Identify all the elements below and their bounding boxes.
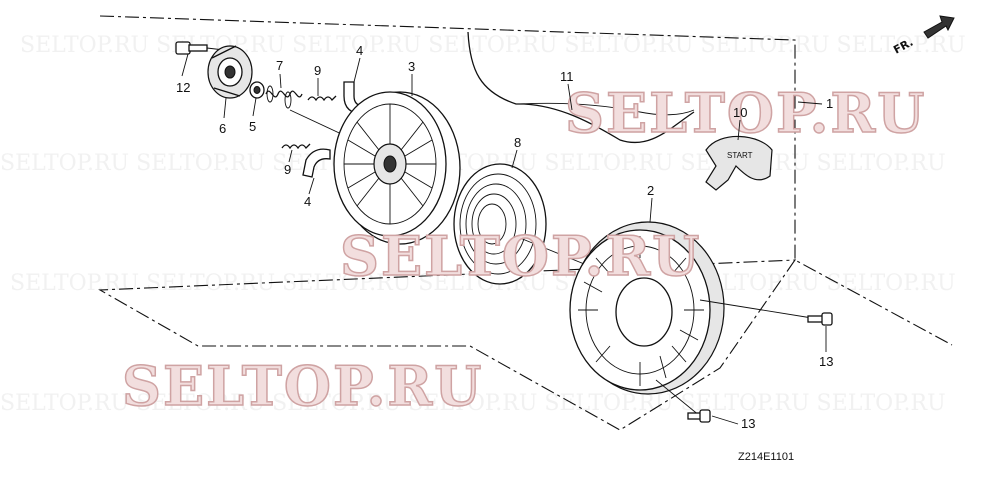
part-13-bolt-bottom: [687, 409, 711, 423]
grip-start-label: START: [727, 151, 753, 160]
part-12-flange-bolt: [175, 41, 225, 55]
callout-2: 2: [647, 183, 654, 198]
callout-5: 5: [249, 119, 256, 134]
drawing-code: Z214E1101: [738, 451, 794, 463]
background-watermark-rows: SELTOP.RU SELTOP.RU SELTOP.RU SELTOP.RU …: [0, 33, 966, 416]
callout-leaders: [181, 53, 827, 425]
rope-loose-end: [519, 102, 695, 116]
front-direction-arrow-icon: [923, 15, 955, 39]
svg-text:SELTOP.RU SELTOP.RU SELTOP.RU: SELTOP.RU SELTOP.RU SELTOP.RU SELTOP.RU …: [0, 151, 946, 176]
part-9-lower-spring: [281, 143, 311, 150]
callout-numbers: 12 6 5 7 9 4 3 11 1 10 9 4 8 2 13 13: [176, 43, 833, 431]
part-7-spring: [265, 85, 303, 109]
callout-4-upper: 4: [356, 43, 363, 58]
assembly-boundary: [98, 15, 953, 431]
part-2-starter-case: [569, 221, 813, 417]
callout-11: 11: [560, 69, 574, 84]
part-5-washer: [249, 81, 265, 99]
callout-6: 6: [219, 121, 226, 136]
watermark-bottom: SELTOP.RU: [122, 354, 483, 418]
part-9-upper-spring: [307, 95, 337, 102]
part-6-ratchet: [207, 45, 253, 99]
watermark-middle: SELTOP.RU: [340, 224, 701, 288]
callout-10: 10: [733, 105, 747, 120]
part-11-starter-rope: [467, 31, 695, 144]
callout-9-lower: 9: [284, 162, 291, 177]
part-3-reel: [333, 91, 461, 245]
svg-text:SELTOP.RU SELTOP.RU SELTOP.RU: SELTOP.RU SELTOP.RU SELTOP.RU SELTOP.RU …: [20, 33, 966, 58]
part-4-lower-guide: [302, 148, 331, 178]
callout-4-lower: 4: [304, 194, 311, 209]
svg-text:SELTOP.RU SELTOP.RU SELTOP.RU: SELTOP.RU SELTOP.RU SELTOP.RU SELTOP.RU …: [0, 391, 946, 416]
callout-8: 8: [514, 135, 521, 150]
callout-3: 3: [408, 59, 415, 74]
part-13-bolt-right: [807, 312, 833, 326]
callout-1: 1: [826, 96, 833, 111]
callout-7: 7: [276, 58, 283, 73]
watermark-top: SELTOP.RU: [565, 81, 926, 145]
callout-12: 12: [176, 80, 190, 95]
callout-9-upper: 9: [314, 63, 321, 78]
part-8-recoil-spring: [453, 163, 605, 285]
part-10-starter-grip: START: [705, 135, 773, 191]
callout-13-bottom: 13: [741, 416, 755, 431]
callout-13-right: 13: [819, 354, 833, 369]
